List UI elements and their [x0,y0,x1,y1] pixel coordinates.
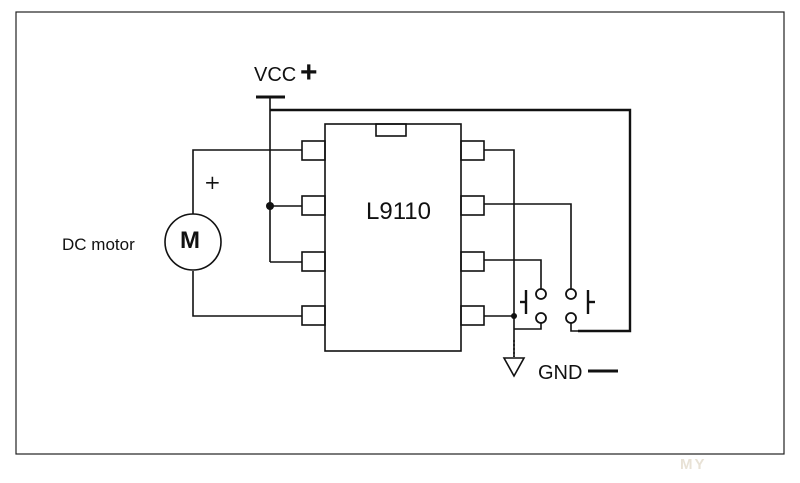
ic-pin-1 [301,140,326,161]
dc-motor-label: DC motor [62,235,135,254]
ic-pin-8 [460,140,485,161]
vcc-plus-sign: + [300,56,318,89]
ic-pin-2 [301,195,326,216]
ic-pin-5 [460,305,485,326]
motor-polarity-plus: + [204,170,221,194]
ic-pin-3 [301,251,326,272]
ic-notch [375,123,407,137]
watermark-logo: MY [680,456,707,473]
dc-motor-symbol [164,213,222,271]
gnd-minus-sign: — [588,353,618,386]
ground-junction-dot [511,313,517,319]
switch2-contact-top [565,288,577,300]
diagram-frame [15,11,785,455]
motor-top-wire [192,149,302,214]
pin6-to-switch1-wire [484,259,542,292]
gnd-label: GND [538,362,583,384]
ic-pin-7 [460,195,485,216]
switch2-to-vcc-wire [570,323,578,332]
switch1-contact-top [535,288,547,300]
switch2-contact-bottom [565,312,577,324]
vcc-junction-dot [266,202,274,210]
chip-label: L9110 [366,198,431,225]
ground-symbol [502,357,526,378]
motor-symbol-letter: M [180,227,200,254]
ic-pin-4 [301,305,326,326]
motor-bottom-wire [192,271,302,317]
ic-pin-6 [460,251,485,272]
ic-body [324,123,462,352]
vcc-label: VCC [254,64,297,86]
switch1-contact-bottom [535,312,547,324]
pin7-to-switch2-wire [484,203,572,292]
pin8-to-ground-wire [484,149,515,357]
vcc-rail-wire [270,108,632,333]
switch1-to-ground-wire [514,323,542,330]
